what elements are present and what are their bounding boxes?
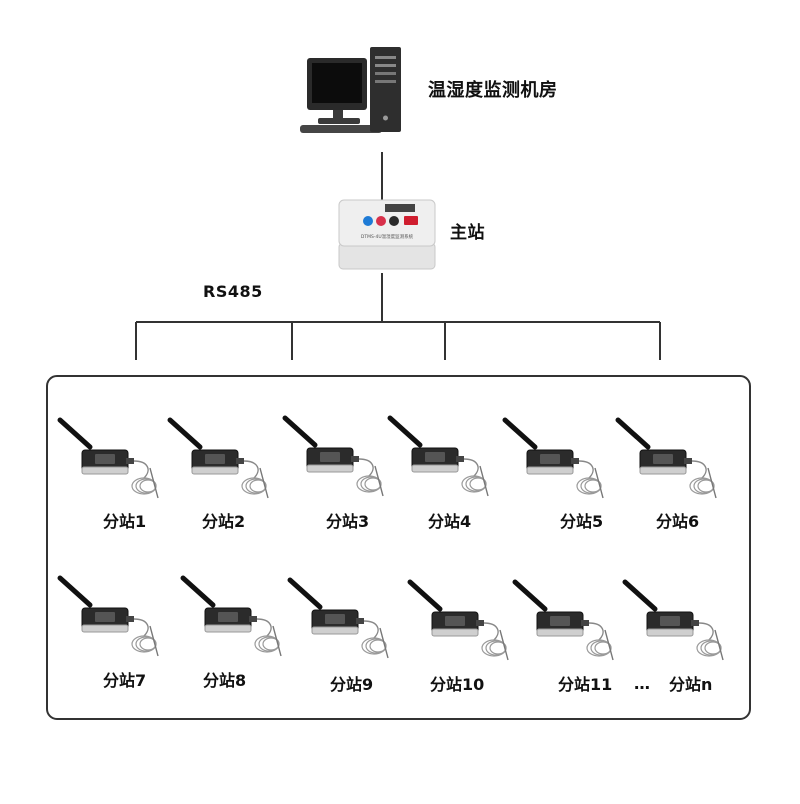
sensor-device-icon	[615, 417, 717, 499]
sensor-device-icon	[287, 577, 389, 659]
substation-devices	[57, 415, 724, 661]
sensor-device-icon	[502, 417, 604, 499]
substation-label-6: 分站6	[656, 512, 699, 531]
substation-label-1: 分站1	[103, 512, 146, 531]
master-station-label: 主站	[450, 223, 485, 243]
sensor-device-icon	[387, 415, 489, 497]
substation-label-7: 分站7	[103, 671, 146, 690]
ellipsis: …	[634, 674, 650, 693]
sensor-device-icon	[180, 575, 282, 657]
sensor-device-icon	[57, 417, 159, 499]
sensor-device-icon	[512, 579, 614, 661]
sensor-device-icon	[167, 417, 269, 499]
substation-label-3: 分站3	[326, 512, 369, 531]
substation-label-n: 分站n	[669, 675, 712, 694]
substation-label-11: 分站11	[558, 675, 612, 694]
monitor-room-label: 温湿度监测机房	[428, 80, 558, 101]
substation-label-10: 分站10	[430, 675, 484, 694]
substation-label-9: 分站9	[330, 675, 373, 694]
master-panel-text: DTMS-4U温湿度监测系统	[361, 233, 414, 240]
master-station-device: DTMS-4U温湿度监测系统	[338, 199, 436, 270]
rs485-bus-lines	[135, 273, 661, 360]
computer-icon	[300, 47, 401, 133]
sensor-device-icon	[622, 579, 724, 661]
sensor-device-icon	[282, 415, 384, 497]
substations-frame	[46, 375, 751, 720]
substation-label-4: 分站4	[428, 512, 471, 531]
sensor-device-icon	[407, 579, 509, 661]
rs485-label: RS485	[203, 282, 263, 301]
sensor-device-icon	[57, 575, 159, 657]
substation-label-8: 分站8	[203, 671, 246, 690]
substation-label-5: 分站5	[560, 512, 603, 531]
substation-label-2: 分站2	[202, 512, 245, 531]
